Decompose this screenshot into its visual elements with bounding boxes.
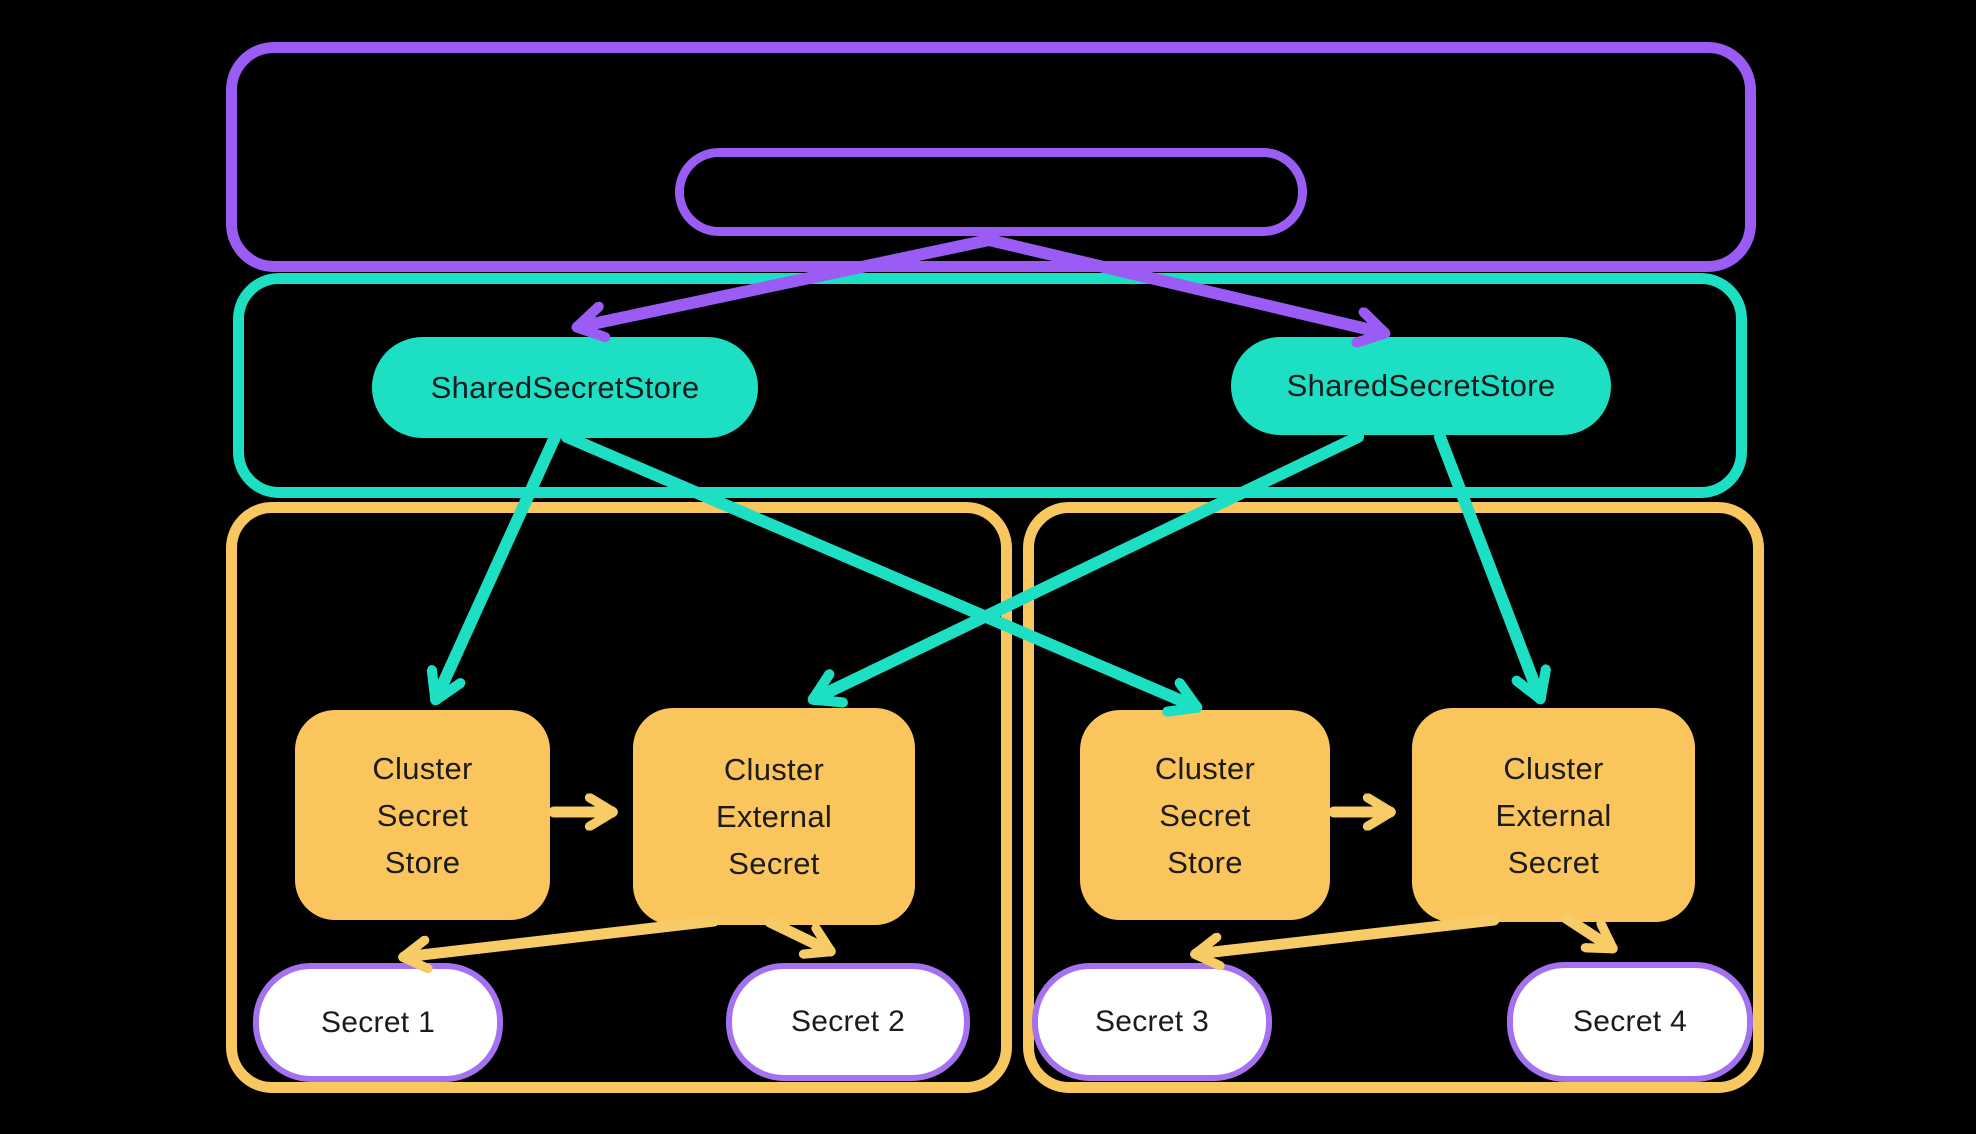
- node-line: Store: [1167, 844, 1243, 880]
- node-line: Secret: [1507, 844, 1600, 880]
- secret-4-label: Secret 4: [1572, 1005, 1688, 1038]
- shared-secret-store-left-label: SharedSecretStore: [430, 369, 700, 405]
- cluster-container-right: [1023, 502, 1764, 1093]
- node-line: Cluster: [723, 752, 825, 787]
- node-line: Store: [384, 844, 461, 880]
- node-line: External: [1495, 797, 1612, 833]
- shared-secret-store-right: SharedSecretStore: [1231, 337, 1611, 435]
- cluster-secret-store-right: Cluster Secret Store: [1080, 710, 1330, 920]
- cluster-secret-store-left: Cluster Secret Store: [295, 710, 550, 920]
- secret-3-label: Secret 3: [1094, 1005, 1210, 1038]
- secret-2-label: Secret 2: [790, 1005, 906, 1038]
- secret-4: Secret 4: [1507, 962, 1753, 1082]
- node-line: External: [715, 799, 833, 834]
- secret-3: Secret 3: [1032, 963, 1272, 1081]
- shared-secret-store-left: SharedSecretStore: [372, 337, 758, 438]
- secret-2: Secret 2: [726, 963, 970, 1081]
- node-line: Cluster: [1503, 750, 1604, 786]
- cluster-external-secret-left: Cluster External Secret: [633, 708, 915, 925]
- node-line: Secret: [728, 846, 820, 881]
- shared-secret-store-right-label: SharedSecretStore: [1286, 368, 1556, 403]
- node-line: Secret: [376, 797, 469, 833]
- top-box-pill: [675, 148, 1307, 236]
- node-line: Cluster: [372, 750, 473, 786]
- node-line: Cluster: [1154, 750, 1256, 786]
- secret-1: Secret 1: [253, 963, 503, 1082]
- node-line: Secret: [1159, 797, 1251, 833]
- secret-1-label: Secret 1: [320, 1005, 436, 1039]
- cluster-external-secret-right: Cluster External Secret: [1412, 708, 1695, 922]
